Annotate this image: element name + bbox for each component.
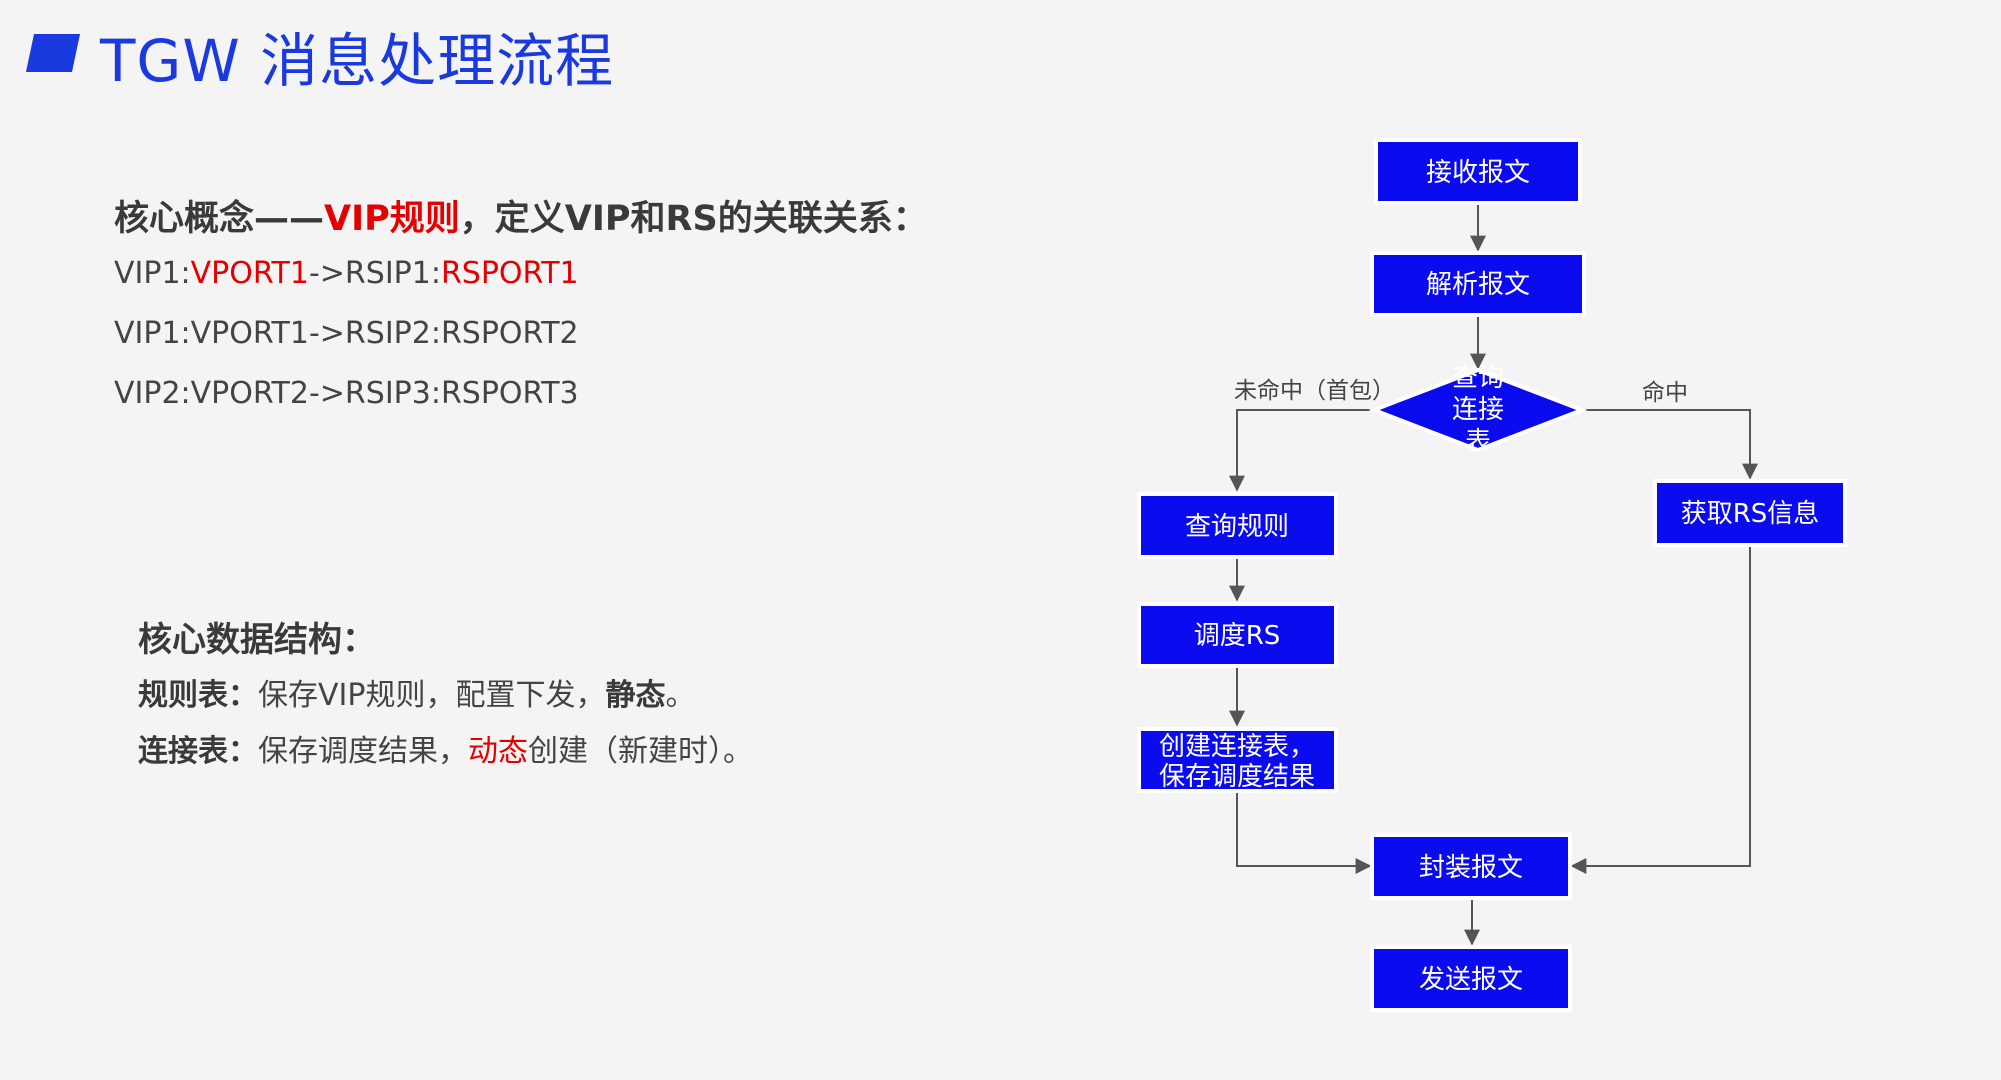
rule-table-end: 。 xyxy=(665,678,696,713)
conn-table-label: 连接表： xyxy=(138,734,258,769)
mapping-rsip: ->RSIP1: xyxy=(308,256,441,291)
concept-prefix: 核心概念—— xyxy=(114,199,325,239)
node-schedule: 调度RS xyxy=(1137,602,1338,668)
node-send-label: 发送报文 xyxy=(1419,965,1523,995)
mapping-vip: VIP2: xyxy=(114,376,191,411)
node-parse: 解析报文 xyxy=(1370,251,1586,317)
node-query-rule-label: 查询规则 xyxy=(1185,512,1289,542)
mapping-line-2: VIP1:VPORT1->RSIP2:RSPORT2 xyxy=(114,316,579,351)
concept-heading: 核心概念——VIP规则，定义VIP和RS的关联关系： xyxy=(114,190,928,241)
mapping-line-1: VIP1:VPORT1->RSIP1:RSPORT1 xyxy=(114,256,579,291)
miss-label: 未命中（首包） xyxy=(1234,378,1395,404)
edge-decision-miss xyxy=(1229,409,1374,492)
rule-table-text: 保存VIP规则，配置下发， xyxy=(258,678,606,713)
node-create-line-1: 创建连接表， xyxy=(1159,732,1315,762)
node-encap-label: 封装报文 xyxy=(1419,853,1523,883)
conn-table-highlight: 动态 xyxy=(468,734,528,769)
node-decision-line-2: 连接 xyxy=(1452,395,1504,425)
structure-heading: 核心数据结构： xyxy=(138,620,376,660)
hit-label: 命中 xyxy=(1642,380,1688,406)
mapping-vip: VIP1: xyxy=(114,256,191,291)
rule-table-label: 规则表： xyxy=(138,678,258,713)
node-decision-line-1: 查询 xyxy=(1452,363,1504,393)
node-schedule-label: 调度RS xyxy=(1194,621,1281,651)
mapping-line-3: VIP2:VPORT2->RSIP3:RSPORT3 xyxy=(114,376,579,411)
node-get-rs-label: 获取RS信息 xyxy=(1681,499,1820,529)
concept-highlight: VIP规则 xyxy=(324,199,460,239)
edge-create-encap xyxy=(1236,791,1372,874)
conn-table-end: 创建（新建时）。 xyxy=(528,734,753,769)
edge-getrs-encap xyxy=(1570,545,1751,874)
node-query-rule: 查询规则 xyxy=(1137,492,1338,559)
node-decision-line-3: 表 xyxy=(1465,427,1491,457)
node-parse-label: 解析报文 xyxy=(1426,270,1530,300)
node-get-rs: 获取RS信息 xyxy=(1653,479,1847,547)
node-encap: 封装报文 xyxy=(1370,833,1572,900)
node-create-conn: 创建连接表， 保存调度结果 xyxy=(1137,727,1338,793)
mapping-rsport: RSPORT3 xyxy=(440,376,579,411)
conn-table-text: 保存调度结果， xyxy=(258,734,468,769)
edge-decision-hit xyxy=(1582,409,1758,480)
concept-suffix: ，定义VIP和RS的关联关系： xyxy=(459,199,928,239)
mapping-rsport: RSPORT1 xyxy=(440,256,579,291)
mapping-rsip: ->RSIP3: xyxy=(308,376,441,411)
mapping-vport: VPORT1 xyxy=(190,316,309,351)
page-title: TGW 消息处理流程 xyxy=(100,27,615,95)
mapping-rsport: RSPORT2 xyxy=(440,316,579,351)
mapping-vip: VIP1: xyxy=(114,316,191,351)
mapping-vport: VPORT2 xyxy=(190,376,309,411)
rule-table-line: 规则表：保存VIP规则，配置下发，静态。 xyxy=(138,670,695,714)
node-send: 发送报文 xyxy=(1370,945,1572,1012)
node-receive-label: 接收报文 xyxy=(1426,158,1530,188)
node-receive: 接收报文 xyxy=(1374,138,1582,205)
conn-table-line: 连接表：保存调度结果，动态创建（新建时）。 xyxy=(138,726,753,770)
node-decision: 查询 连接 表 xyxy=(1368,363,1588,457)
node-create-line-2: 保存调度结果 xyxy=(1159,762,1315,792)
mapping-rsip: ->RSIP2: xyxy=(308,316,441,351)
mapping-vport: VPORT1 xyxy=(190,256,309,291)
rule-table-highlight: 静态 xyxy=(605,678,666,713)
